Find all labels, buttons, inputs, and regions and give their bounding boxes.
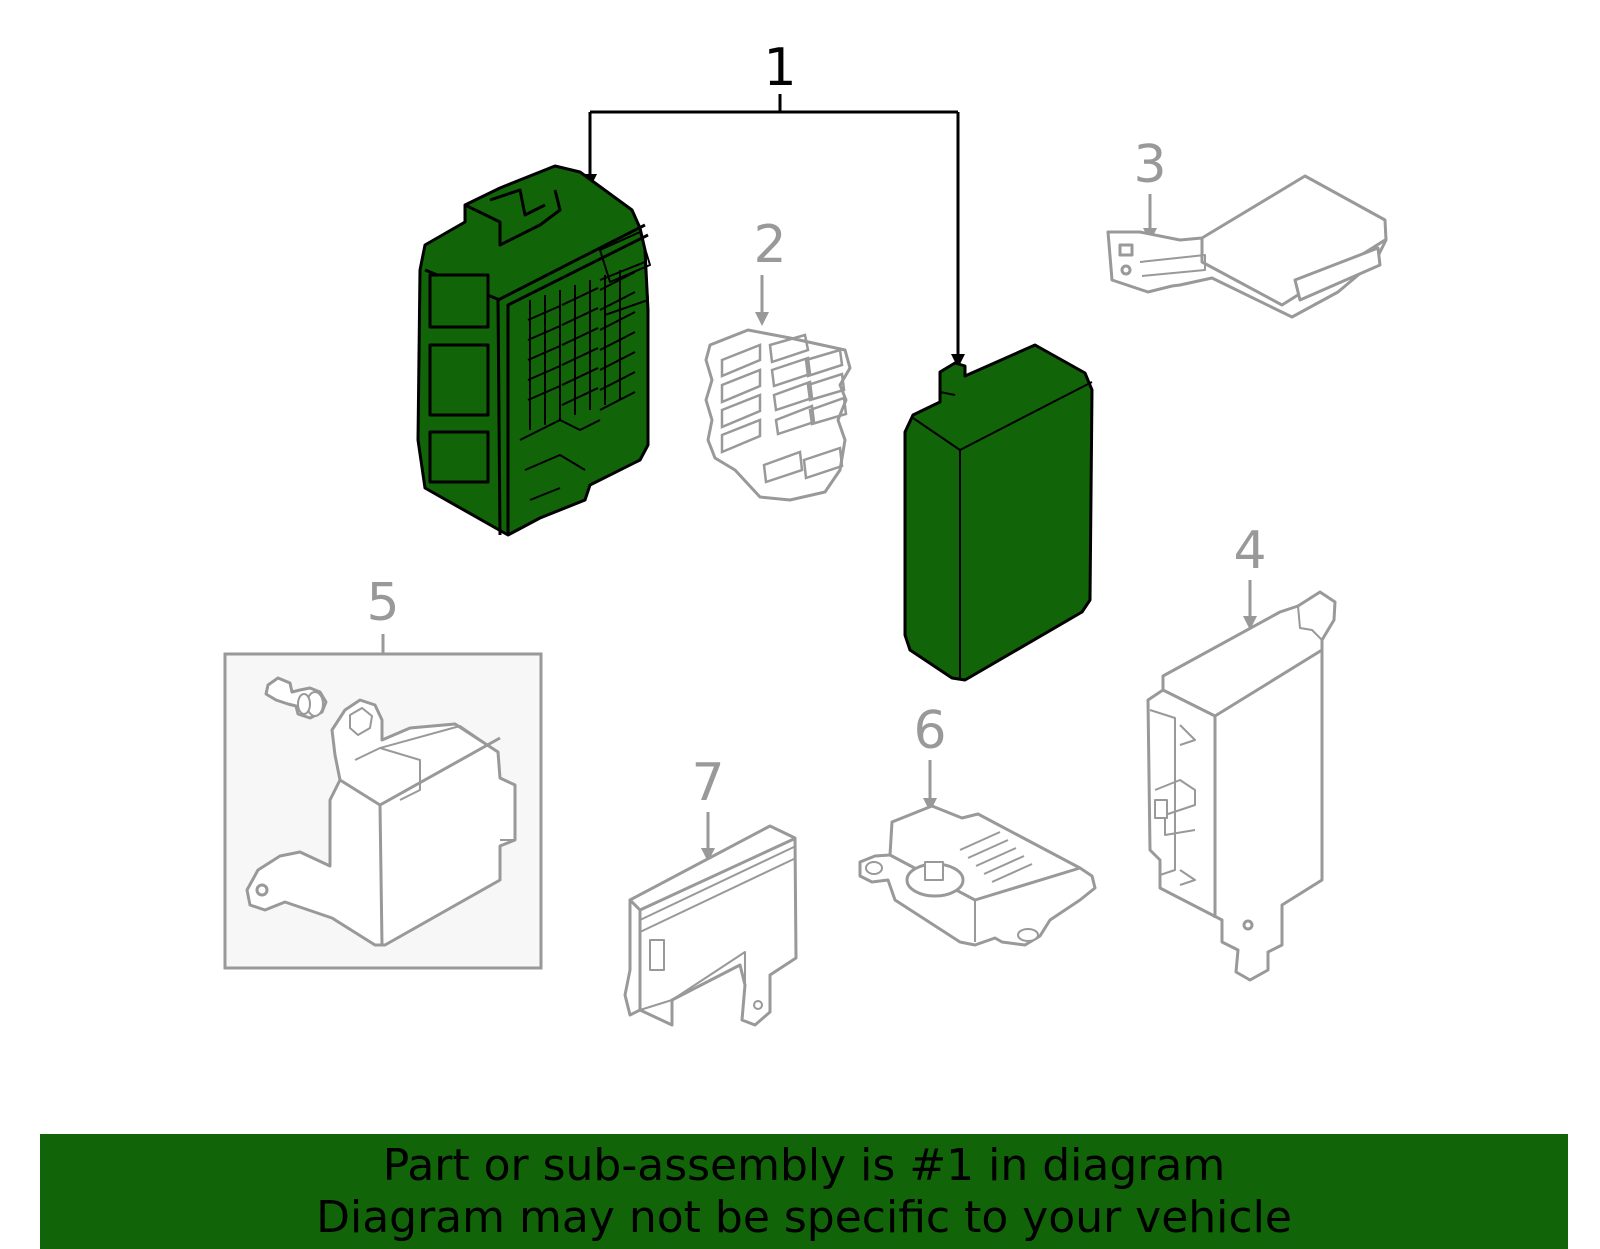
callout-2-label: 2 <box>753 215 786 275</box>
banner-line-2: Diagram may not be specific to your vehi… <box>316 1191 1292 1243</box>
callout-7-label: 7 <box>691 753 724 813</box>
fuse-set-part[interactable]: 2 <box>704 215 852 502</box>
notice-banner: Part or sub-assembly is #1 in diagram Di… <box>40 1134 1568 1249</box>
callout-1-leader <box>588 94 960 360</box>
control-module-4-part[interactable]: 4 <box>1146 521 1337 982</box>
control-module-3-part[interactable]: 3 <box>1106 135 1388 319</box>
control-module-7-part[interactable]: 7 <box>623 753 798 1027</box>
callout-1-label: 1 <box>763 38 796 98</box>
callout-6-label: 6 <box>913 701 946 761</box>
junction-block-cover-part[interactable] <box>903 343 1094 682</box>
callout-3-label: 3 <box>1133 135 1166 195</box>
callout-5-label: 5 <box>366 573 399 633</box>
junction-block-part[interactable] <box>416 164 651 537</box>
callout-1-arrow-right <box>951 354 965 368</box>
module-kit-5-part[interactable]: 5 <box>223 573 543 970</box>
callout-1-group: 1 <box>583 38 965 368</box>
callout-4-label: 4 <box>1233 521 1266 581</box>
control-module-6-part[interactable]: 6 <box>858 701 1097 947</box>
banner-line-1: Part or sub-assembly is #1 in diagram <box>382 1139 1226 1191</box>
